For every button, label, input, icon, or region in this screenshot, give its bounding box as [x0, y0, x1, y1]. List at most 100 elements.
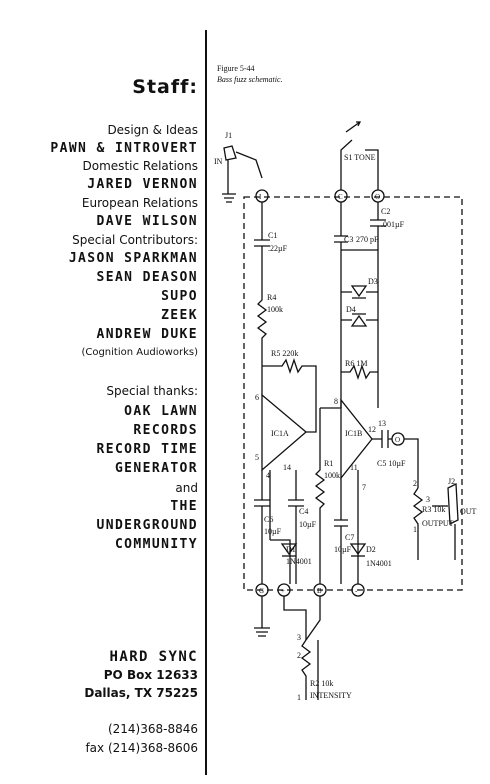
- label-node: O: [395, 436, 400, 444]
- label-out: OUT: [460, 507, 477, 516]
- label-j1: J1: [225, 131, 232, 140]
- board-outline: [243, 196, 463, 591]
- label-c1-val: .22µF: [268, 244, 288, 253]
- label-node: +: [281, 587, 285, 595]
- label-d3: D3: [368, 277, 378, 286]
- diode-d2: [349, 543, 367, 556]
- label-pin: 1: [297, 693, 301, 702]
- label-r2: R2 10k: [310, 679, 333, 688]
- label-r4-val: 100k: [267, 305, 283, 314]
- label-pin: 2: [297, 651, 301, 660]
- diode-d3: [350, 285, 368, 298]
- label-s1: S1 TONE: [344, 153, 376, 162]
- label-r3: R3 10k: [422, 505, 445, 514]
- label-r6: R6 1M: [345, 359, 367, 368]
- label-c5: C5 10µF: [377, 459, 406, 468]
- diode-d1: [280, 543, 298, 556]
- label-c3-val: 270 pF: [356, 235, 379, 244]
- thanks-heading: Special thanks:: [106, 384, 198, 398]
- label-d4: D4: [346, 305, 356, 314]
- label-pin: 5: [255, 453, 259, 462]
- contact-phone: (214)368-8846: [107, 722, 198, 736]
- column-divider: [205, 30, 207, 775]
- staff-line: (Cognition Audioworks): [81, 347, 198, 358]
- label-node: O: [375, 193, 380, 201]
- thanks-line: UNDERGROUND: [96, 518, 198, 533]
- contact-city: Dallas, TX 75225: [84, 686, 198, 700]
- label-c6: C6: [264, 515, 273, 524]
- staff-line: SEAN DEASON: [96, 270, 198, 285]
- input-jack: [223, 145, 237, 161]
- label-node: -: [355, 587, 358, 595]
- label-c2-val: .001µF: [381, 220, 405, 229]
- bass-fuzz-schematic: Figure 5-44 Bass fuzz schematic. J1 IN S…: [214, 64, 477, 702]
- label-c2: C2: [381, 207, 390, 216]
- label-d2-val: 1N4001: [366, 559, 392, 568]
- label-pin: 3: [426, 495, 430, 504]
- node-minus: [351, 583, 365, 597]
- label-r4: R4: [267, 293, 276, 302]
- thanks-line: GENERATOR: [114, 461, 198, 476]
- label-c6-val: 10µF: [264, 527, 282, 536]
- label-pin: 6: [255, 393, 259, 402]
- label-ic1b: IC1B: [345, 429, 362, 438]
- thanks-line: COMMUNITY: [114, 537, 198, 552]
- contact-po-box: PO Box 12633: [103, 668, 198, 682]
- label-r5: R5 220k: [271, 349, 298, 358]
- staff-line: Special Contributors:: [72, 233, 198, 247]
- label-r1-val: 100k: [324, 471, 340, 480]
- label-r3-name: OUTPUT: [422, 519, 454, 528]
- label-c4: C4: [299, 507, 308, 516]
- label-j2: J2: [448, 477, 455, 486]
- label-pin: 3: [297, 633, 301, 642]
- thanks-line: OAK LAWN: [124, 404, 198, 419]
- label-c4-val: 10µF: [299, 520, 317, 529]
- staff-line: Domestic Relations: [82, 159, 198, 173]
- label-node: B: [317, 587, 322, 595]
- label-c7-val: 10µF: [334, 545, 352, 554]
- label-pin: 7: [362, 483, 366, 492]
- label-node: C: [338, 193, 343, 201]
- label-r2-name: INTENSITY: [310, 691, 352, 700]
- label-pin: 13: [378, 419, 386, 428]
- contact-fax: fax (214)368-8606: [85, 741, 198, 755]
- staff-line: JASON SPARKMAN: [68, 251, 198, 266]
- thanks-line: RECORDS: [133, 423, 198, 438]
- label-d1: D1: [286, 545, 296, 554]
- staff-line: DAVE WILSON: [96, 214, 198, 229]
- label-d2: D2: [366, 545, 376, 554]
- staff-line: JARED VERNON: [87, 177, 198, 192]
- staff-heading: Staff:: [132, 76, 198, 98]
- thanks-line: THE: [170, 499, 198, 514]
- label-r1: R1: [324, 459, 333, 468]
- label-ic1a: IC1A: [271, 429, 289, 438]
- thanks-line: RECORD TIME: [96, 442, 198, 457]
- output-jack: [447, 482, 459, 526]
- label-c7: C7: [345, 533, 354, 542]
- label-c1: C1: [268, 231, 277, 240]
- staff-line: European Relations: [81, 196, 198, 210]
- label-pin: 2: [413, 479, 417, 488]
- label-pin: 12: [368, 425, 376, 434]
- staff-line: SUPO: [161, 289, 198, 304]
- contact-name: HARD SYNC: [109, 649, 198, 665]
- label-pin: 11: [350, 463, 358, 472]
- label-pin: 1: [413, 525, 417, 534]
- node-i: [255, 189, 269, 203]
- label-pin: 8: [334, 397, 338, 406]
- figure-label: Figure 5-44: [217, 64, 255, 73]
- ic1a-opamp: [261, 393, 308, 472]
- label-in: IN: [214, 157, 223, 166]
- staff-line: ZEEK: [161, 308, 198, 323]
- label-pin: 4: [266, 471, 270, 480]
- figure-caption: Bass fuzz schematic.: [217, 75, 283, 84]
- ic1b-opamp: [340, 398, 373, 480]
- staff-line: ANDREW DUKE: [96, 327, 198, 342]
- tone-switch: [340, 139, 379, 190]
- label-node: G: [259, 587, 264, 595]
- diode-d4: [350, 314, 368, 327]
- label-pin: 14: [283, 463, 291, 472]
- staff-line: PAWN & INTROVERT: [50, 141, 198, 156]
- label-d1-val: 1N4001: [286, 557, 312, 566]
- thanks-line: and: [175, 481, 198, 495]
